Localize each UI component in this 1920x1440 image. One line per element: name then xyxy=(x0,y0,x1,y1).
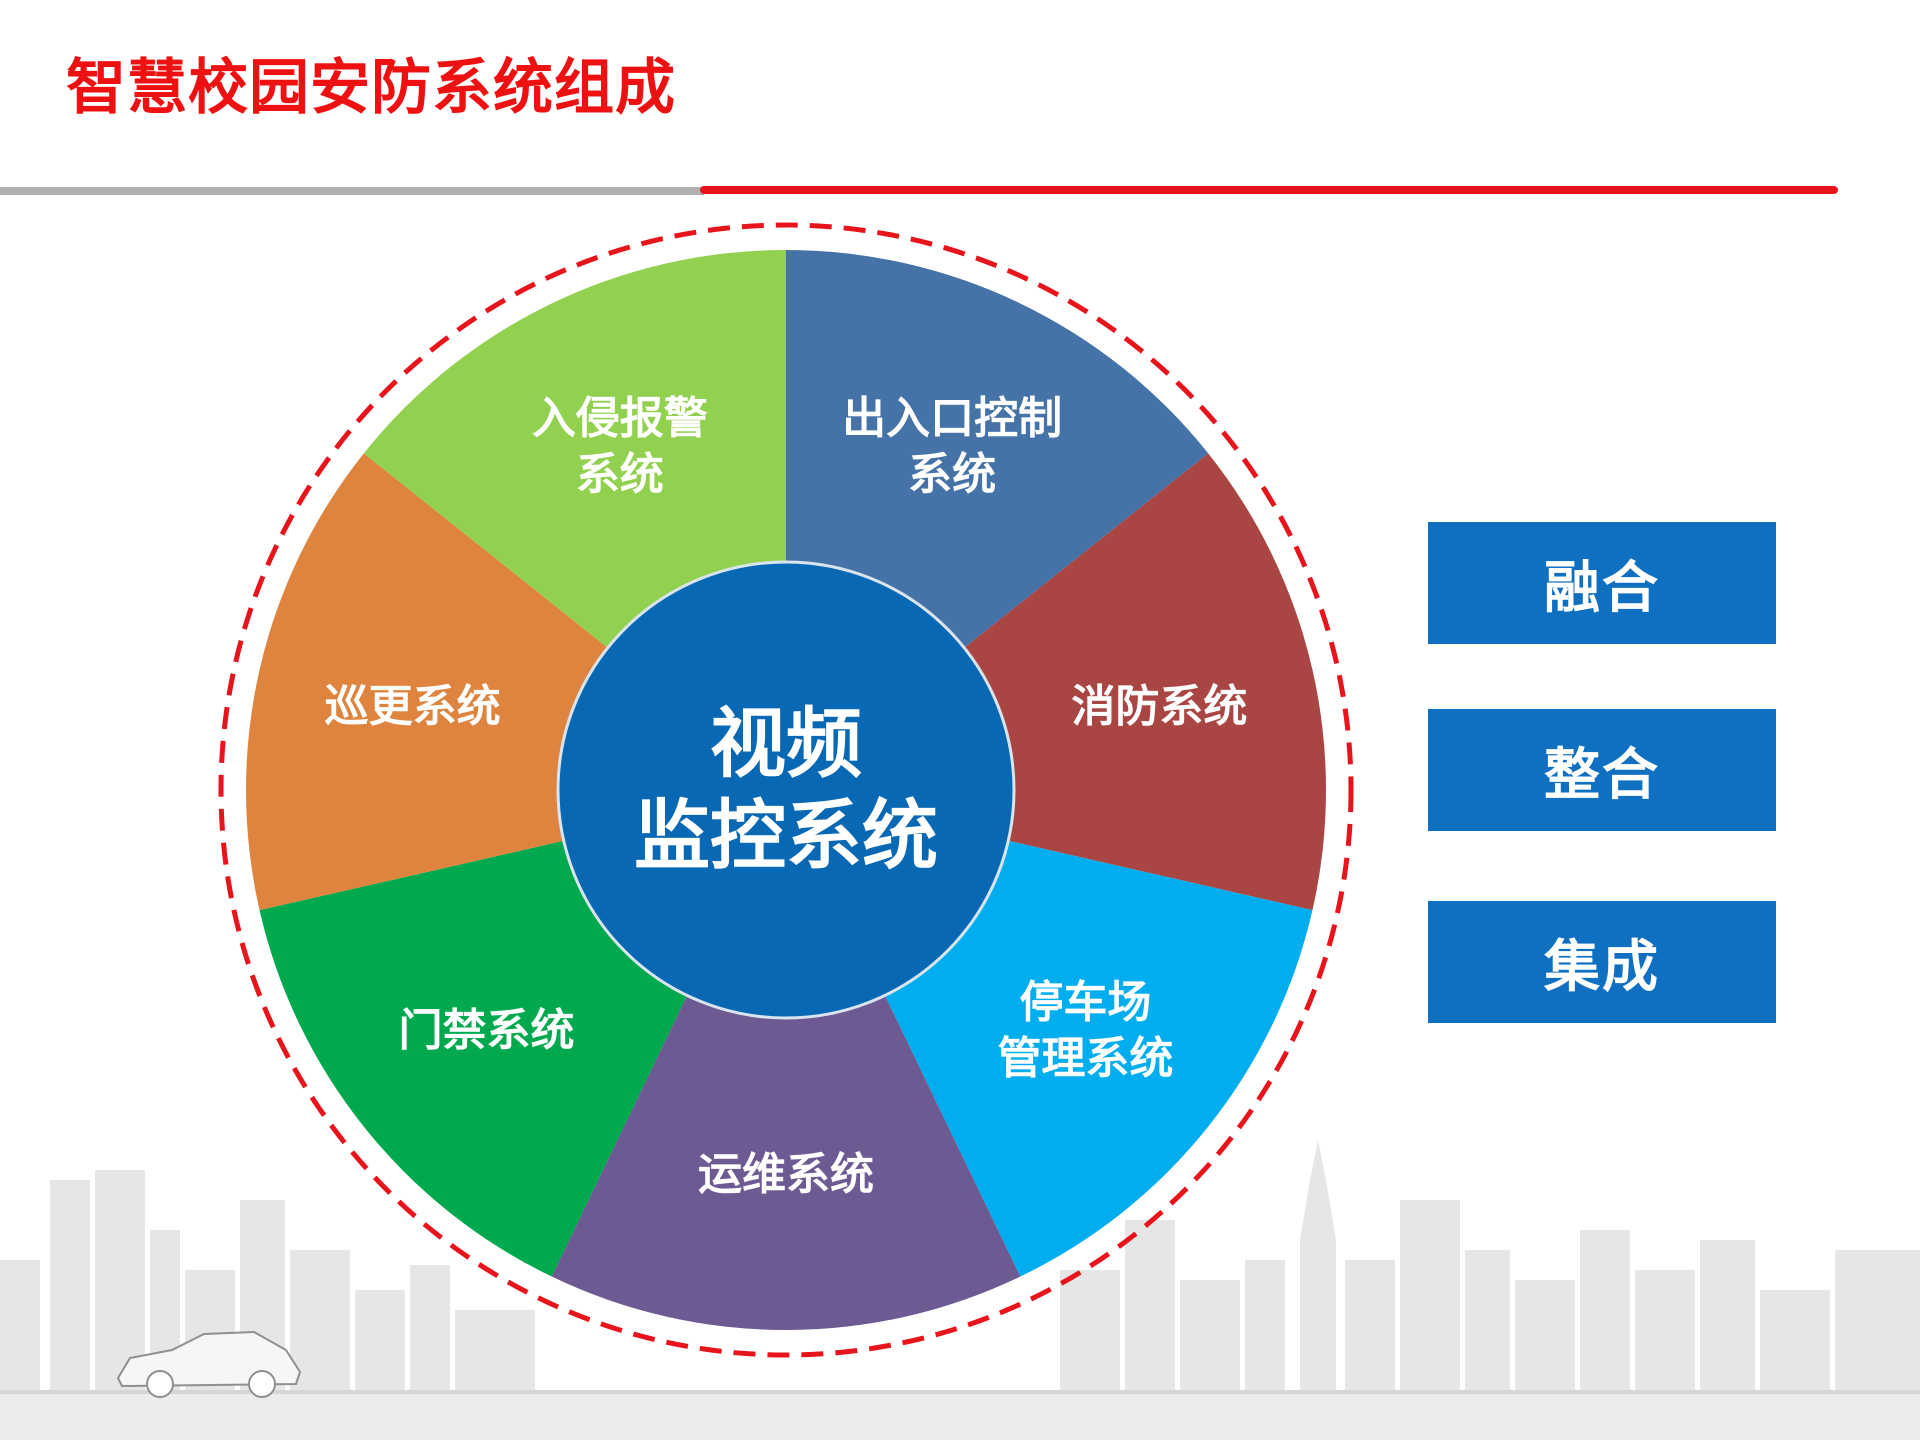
segment-3-label-line-1: 停车场 xyxy=(1019,977,1151,1028)
center-label-line1: 视频 xyxy=(710,699,862,788)
wheel-segment-7 xyxy=(363,250,786,650)
segment-4-label-line-1: 运维系统 xyxy=(698,1149,874,1200)
center-hub xyxy=(556,560,1016,1020)
fusion-box: 融合 xyxy=(1428,522,1776,644)
wheel-segment-5 xyxy=(259,840,688,1277)
segment-7-label-line-2: 系统 xyxy=(576,449,664,500)
segment-3-label-line-2: 管理系统 xyxy=(997,1033,1173,1084)
segment-2-label-line-1: 消防系统 xyxy=(1071,681,1247,732)
wheel-segment-2 xyxy=(962,453,1326,911)
segment-7-label-line-1: 入侵报警 xyxy=(532,393,708,444)
segment-1-label-line-1: 出入口控制 xyxy=(842,393,1062,444)
segment-1-label-line-2: 系统 xyxy=(908,449,996,500)
wheel-segment-6 xyxy=(246,453,610,911)
wheel-segment-4 xyxy=(551,993,1021,1330)
title-divider-gray xyxy=(0,187,704,195)
city-skyline-illustration xyxy=(0,1140,1920,1440)
system-integration-box: 集成 xyxy=(1428,901,1776,1023)
title-divider-red xyxy=(700,186,1838,194)
dashed-ring xyxy=(218,222,1354,1358)
center-label-line2: 监控系统 xyxy=(634,791,938,880)
segment-5-label-line-1: 门禁系统 xyxy=(399,1005,575,1056)
wheel-segment-3 xyxy=(884,840,1313,1277)
page-title: 智慧校园安防系统组成 xyxy=(66,53,676,123)
car-icon xyxy=(116,1330,302,1398)
integration-box: 整合 xyxy=(1428,709,1776,831)
segment-6-label-line-1: 巡更系统 xyxy=(325,681,501,732)
wheel-segment-1 xyxy=(786,250,1209,650)
